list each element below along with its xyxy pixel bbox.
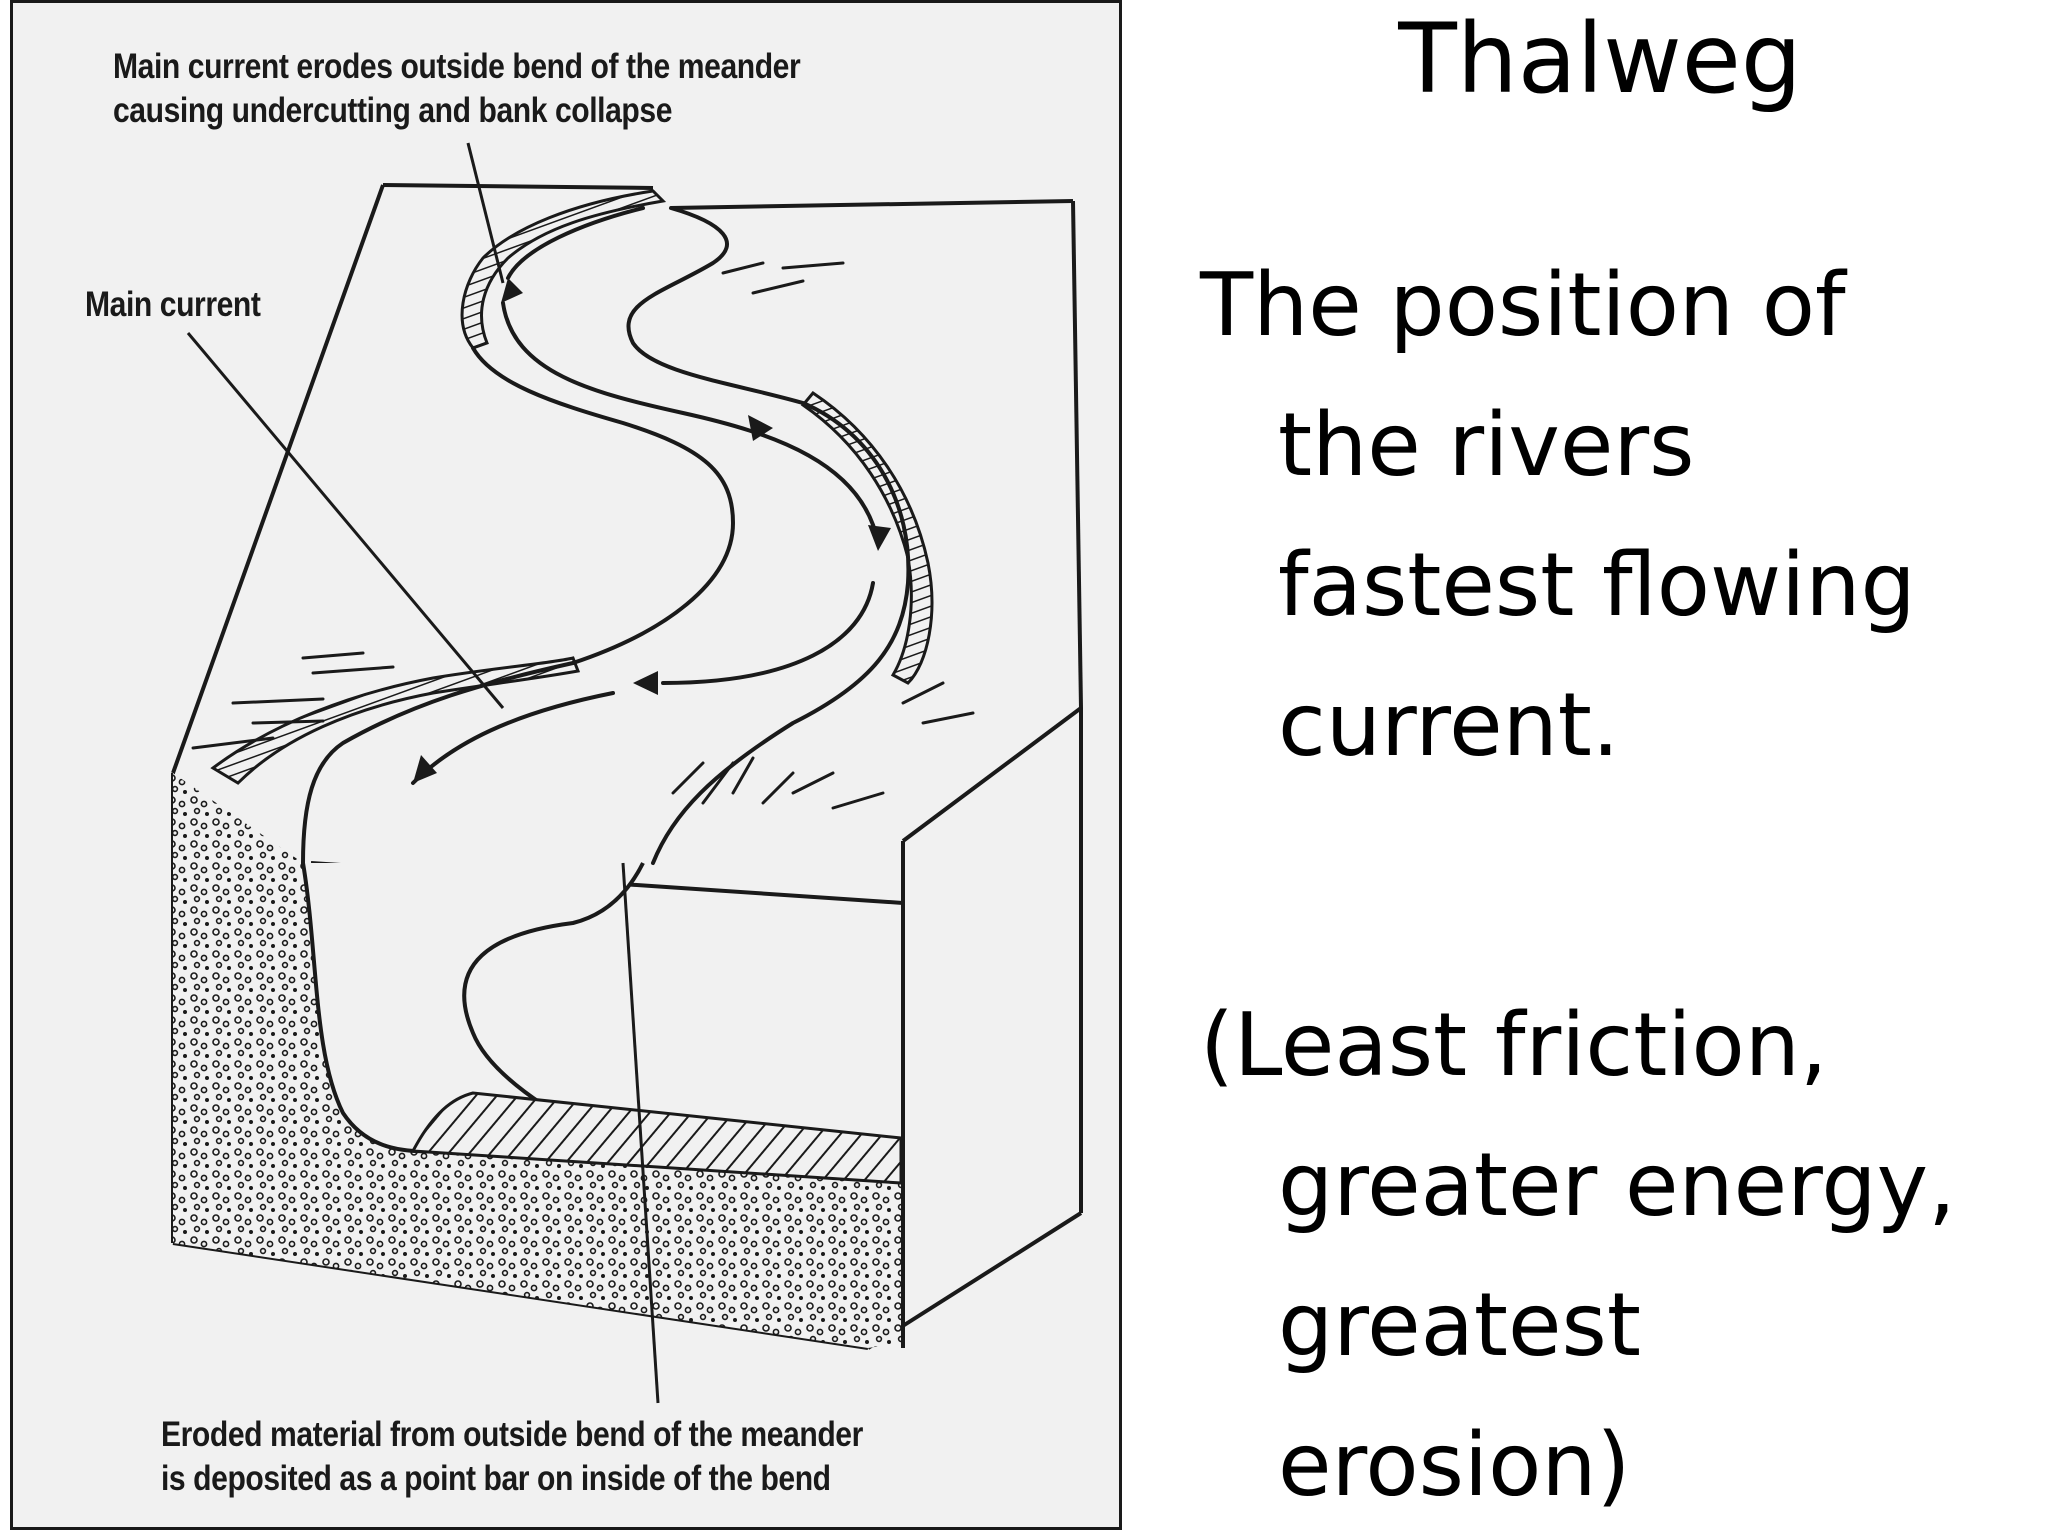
slide-title: Thalweg [1398,3,1802,115]
note-line: erosion) [1278,1414,1631,1516]
definition-paragraph: The position of the rivers fastest flowi… [1200,235,2030,795]
gravel-left-section [173,773,901,1348]
arrowheads [413,278,891,783]
note-line: greater energy, [1278,1134,1956,1236]
outside-bend-erosion-label: Main current erodes outside bend of the … [113,45,801,133]
meander-diagram-panel: Main current erodes outside bend of the … [10,0,1122,1530]
point-bar-deposit-line-2: is deposited as a point bar on inside of… [161,1458,831,1498]
leader-lines [186,142,660,1404]
vegetation [191,261,975,810]
point-bar-deposit-line-1: Eroded material from outside bend of the… [161,1415,863,1454]
definition-line: the rivers [1278,394,1695,496]
outside-bend-erosion-line-1: Main current erodes outside bend of the … [113,47,801,86]
note-paragraph: (Least friction, greater energy, greates… [1200,975,2030,1535]
point-bar-deposit-label: Eroded material from outside bend of the… [161,1413,863,1501]
block-top-face [171,183,1083,774]
eroded-bank-upper [460,189,667,350]
main-current-label: Main current [85,285,261,324]
point-bar-deposit [410,1091,903,1185]
outside-bend-erosion-line-2: causing undercutting and bank collapse [113,90,672,130]
eroded-bank-middle [800,391,934,685]
definition-line: The position of [1200,254,1846,356]
note-line: (Least friction, [1200,994,1828,1096]
meander-block-diagram [171,142,1083,1404]
definition-line: fastest flowing [1278,534,1916,636]
note-line: greatest [1278,1274,1641,1376]
river-banks [301,206,911,865]
definition-line: current. [1278,674,1620,776]
